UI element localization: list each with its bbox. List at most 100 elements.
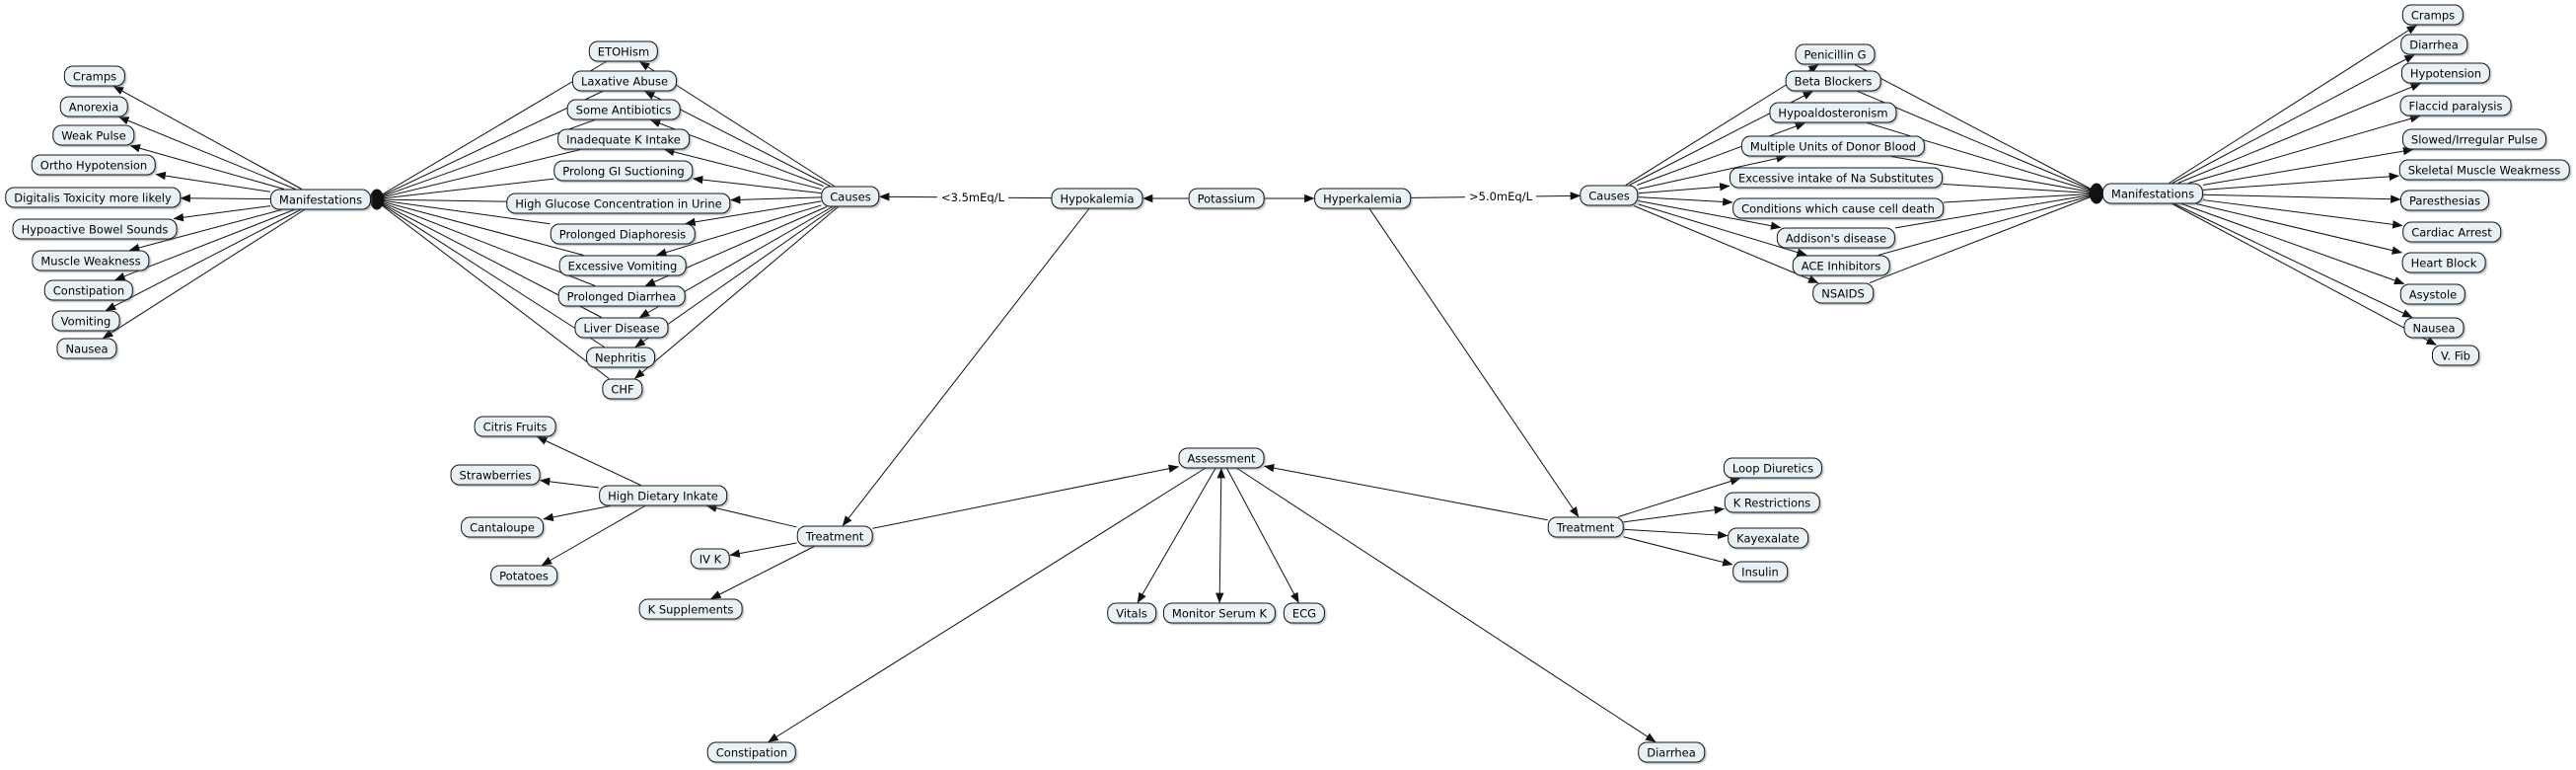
node-high-dietary-inkate[interactable]: High Dietary Inkate — [599, 485, 727, 506]
node-l-weak-pulse[interactable]: Weak Pulse — [52, 124, 135, 146]
node-excessive-vomiting[interactable]: Excessive Vomiting — [558, 255, 687, 276]
node-manifestations-right[interactable]: Manifestations — [2101, 183, 2204, 204]
node-r-nausea[interactable]: Nausea — [2403, 317, 2465, 339]
node-paresthesias[interactable]: Paresthesias — [2399, 190, 2490, 211]
node-diarrhea-b[interactable]: Diarrhea — [1638, 741, 1705, 763]
edge-manifestations-left-to-l-weak-pulse — [129, 144, 284, 190]
edge-label-hyperkalemia: >5.0mEq/L — [1465, 190, 1536, 203]
edge-manifestations-left-to-l-nausea — [102, 209, 305, 339]
edge-causes-left-to-prolong-gi-suctioning — [692, 175, 822, 194]
node-donor-blood[interactable]: Multiple Units of Donor Blood — [1740, 135, 1926, 157]
node-vitals[interactable]: Vitals — [1107, 602, 1156, 624]
node-citris-fruits[interactable]: Citris Fruits — [474, 416, 556, 437]
node-skeletal-weakness[interactable]: Skeletal Muscle Weakmess — [2398, 159, 2570, 181]
node-v-fib[interactable]: V. Fib — [2432, 345, 2479, 366]
edge-high-dietary-inkate-to-potatoes — [541, 505, 645, 566]
node-potatoes[interactable]: Potatoes — [490, 565, 557, 586]
node-k-restrictions[interactable]: K Restrictions — [1724, 492, 1820, 513]
edge-causes-right-to-cell-death — [1638, 196, 1733, 206]
edge-excessive-vomiting-to-manifestations-left — [373, 197, 584, 256]
node-hypokalemia[interactable]: Hypokalemia — [1051, 188, 1143, 209]
edge-manifestations-left-to-l-cramps — [112, 86, 303, 190]
node-prolonged-diarrhea[interactable]: Prolonged Diarrhea — [557, 285, 686, 307]
node-asystole[interactable]: Asystole — [2399, 283, 2466, 305]
node-heart-block[interactable]: Heart Block — [2401, 252, 2486, 273]
node-strawberries[interactable]: Strawberries — [450, 464, 541, 486]
edge-manifestations-right-to-r-cramps — [2169, 25, 2418, 184]
edge-high-dietary-inkate-to-citris-fruits — [536, 436, 641, 486]
node-hyperkalemia[interactable]: Hyperkalemia — [1314, 188, 1411, 209]
edge-manifestations-right-to-skeletal-weakness — [2202, 172, 2400, 191]
node-flaccid-paralysis[interactable]: Flaccid paralysis — [2399, 95, 2512, 116]
edge-causes-right-to-na-substitutes — [1638, 183, 1730, 194]
node-cantaloupe[interactable]: Cantaloupe — [461, 516, 544, 538]
edge-chf-to-manifestations-left — [373, 198, 610, 379]
edge-assessment-to-constipation-b — [768, 468, 1206, 742]
node-treatment-right[interactable]: Treatment — [1547, 516, 1624, 538]
node-prolong-gi-suctioning[interactable]: Prolong GI Suctioning — [553, 160, 694, 182]
node-l-vomiting[interactable]: Vomiting — [51, 310, 120, 332]
node-chf[interactable]: CHF — [602, 378, 643, 400]
node-r-diarrhea[interactable]: Diarrhea — [2400, 34, 2467, 55]
node-manifestations-left[interactable]: Manifestations — [269, 189, 372, 210]
edge-nephritis-to-manifestations-left — [373, 198, 605, 347]
node-l-anorexia[interactable]: Anorexia — [59, 96, 128, 117]
node-nephritis[interactable]: Nephritis — [586, 346, 655, 368]
edge-manifestations-left-to-l-hypoactive-bowel — [173, 205, 271, 222]
node-addisons[interactable]: Addison's disease — [1776, 227, 1896, 249]
edge-prolonged-diarrhea-to-manifestations-left — [373, 198, 596, 286]
node-monitor-serum-k[interactable]: Monitor Serum K — [1162, 602, 1277, 624]
node-l-digitalis[interactable]: Digitalis Toxicity more likely — [5, 187, 181, 208]
edge-treatment-left-to-iv-k — [729, 542, 797, 558]
node-prolonged-diaphoresis[interactable]: Prolonged Diaphoresis — [550, 223, 696, 245]
node-kayexalate[interactable]: Kayexalate — [1728, 527, 1808, 549]
node-r-hypotension[interactable]: Hypotension — [2400, 62, 2491, 84]
fan-arrow-cluster-manifestations-left — [370, 189, 384, 210]
node-treatment-left[interactable]: Treatment — [796, 525, 873, 547]
node-ace-inhibitors[interactable]: ACE Inhibitors — [1792, 255, 1890, 276]
node-k-supplements[interactable]: K Supplements — [638, 598, 743, 620]
node-liver-disease[interactable]: Liver Disease — [574, 317, 669, 339]
node-l-cramps[interactable]: Cramps — [63, 65, 126, 87]
node-assessment[interactable]: Assessment — [1178, 447, 1265, 469]
node-na-substitutes[interactable]: Excessive intake of Na Substitutes — [1729, 167, 1944, 189]
edge-high-dietary-inkate-to-cantaloupe — [543, 505, 611, 521]
edge-treatment-left-to-assessment — [872, 464, 1180, 529]
node-l-muscle-weakness[interactable]: Muscle Weakness — [32, 250, 150, 271]
edge-manifestations-right-to-cardiac-arrest — [2202, 199, 2403, 229]
node-loop-diuretics[interactable]: Loop Diuretics — [1723, 457, 1823, 479]
node-high-glucose-urine[interactable]: High Glucose Concentration in Urine — [506, 192, 731, 214]
node-potassium[interactable]: Potassium — [1188, 188, 1265, 209]
node-insulin[interactable]: Insulin — [1732, 561, 1788, 582]
node-cell-death[interactable]: Conditions which cause cell death — [1732, 197, 1944, 219]
node-penicillin-g[interactable]: Penicillin G — [1795, 43, 1876, 65]
node-inadequate-k-intake[interactable]: Inadequate K Intake — [557, 128, 690, 150]
edge-manifestations-right-to-heart-block — [2196, 203, 2403, 255]
node-constipation-b[interactable]: Constipation — [706, 741, 797, 763]
node-nsaids[interactable]: NSAIDS — [1812, 282, 1874, 304]
edge-cell-death-to-manifestations-right — [1943, 190, 2100, 203]
node-hypoaldosteronism[interactable]: Hypoaldosteronism — [1769, 102, 1897, 123]
edge-manifestations-left-to-l-vomiting — [105, 209, 301, 311]
node-etohism[interactable]: ETOHism — [588, 40, 659, 62]
edge-na-substitutes-to-manifestations-right — [1942, 183, 2100, 197]
node-beta-blockers[interactable]: Beta Blockers — [1785, 70, 1881, 92]
node-r-cramps[interactable]: Cramps — [2401, 4, 2465, 26]
node-causes-left[interactable]: Causes — [821, 186, 880, 207]
node-l-nausea[interactable]: Nausea — [56, 338, 117, 359]
node-slowed-pulse[interactable]: Slowed/Irregular Pulse — [2401, 128, 2547, 150]
node-causes-right[interactable]: Causes — [1580, 185, 1639, 206]
edge-manifestations-left-to-l-ortho-hypotension — [155, 171, 271, 192]
node-ecg[interactable]: ECG — [1283, 602, 1326, 624]
node-l-ortho-hypotension[interactable]: Ortho Hypotension — [31, 154, 157, 176]
node-l-hypoactive-bowel[interactable]: Hypoactive Bowel Sounds — [12, 218, 178, 240]
node-cardiac-arrest[interactable]: Cardiac Arrest — [2402, 221, 2501, 243]
edge-high-dietary-inkate-to-strawberries — [539, 477, 600, 489]
edge-treatment-right-to-k-restrictions — [1623, 505, 1726, 523]
node-some-antibiotics[interactable]: Some Antibiotics — [566, 99, 681, 120]
node-iv-k[interactable]: IV K — [690, 548, 731, 570]
node-l-constipation[interactable]: Constipation — [43, 279, 134, 301]
node-laxative-abuse[interactable]: Laxative Abuse — [571, 70, 678, 92]
